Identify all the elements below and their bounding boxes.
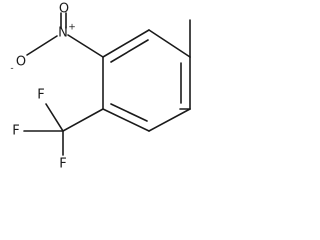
trifluoromethyl-group: F F F [12,88,104,172]
bond-cf3-to-f-top [45,103,64,132]
nitro-nitrogen-charge: + [68,23,76,33]
nitro-oxygen-top-label: O [59,2,69,17]
nitro-oxygen-left-label: O [16,55,26,70]
ring-bond-c2-c3 [148,29,191,58]
nitro-nitrogen-label: N [58,26,68,41]
fluorine-top-label: F [37,88,44,103]
dimethylamino-group [179,19,191,110]
nitro-oxygen-charge: - [10,64,13,74]
nitro-group: O N + O - [10,2,104,74]
bond-nitro-n-o-minus [26,35,58,56]
ring-inner-double-bond-bottom-left [110,103,148,122]
ring-inner-double-bond-top [110,39,149,63]
ring-bond-c5-c6 [102,108,150,132]
ring-bond-c4-c5 [148,108,191,132]
bond-ring-to-cf3-carbon [62,108,104,132]
bond-ring-to-nitro-n [67,34,104,58]
ring-bond-c1-c2 [102,29,150,58]
benzene-ring [102,29,191,132]
fluorine-bottom-label: F [59,157,66,172]
structural-formula: O N + O - F F F [10,2,191,172]
fluorine-left-label: F [12,124,19,139]
